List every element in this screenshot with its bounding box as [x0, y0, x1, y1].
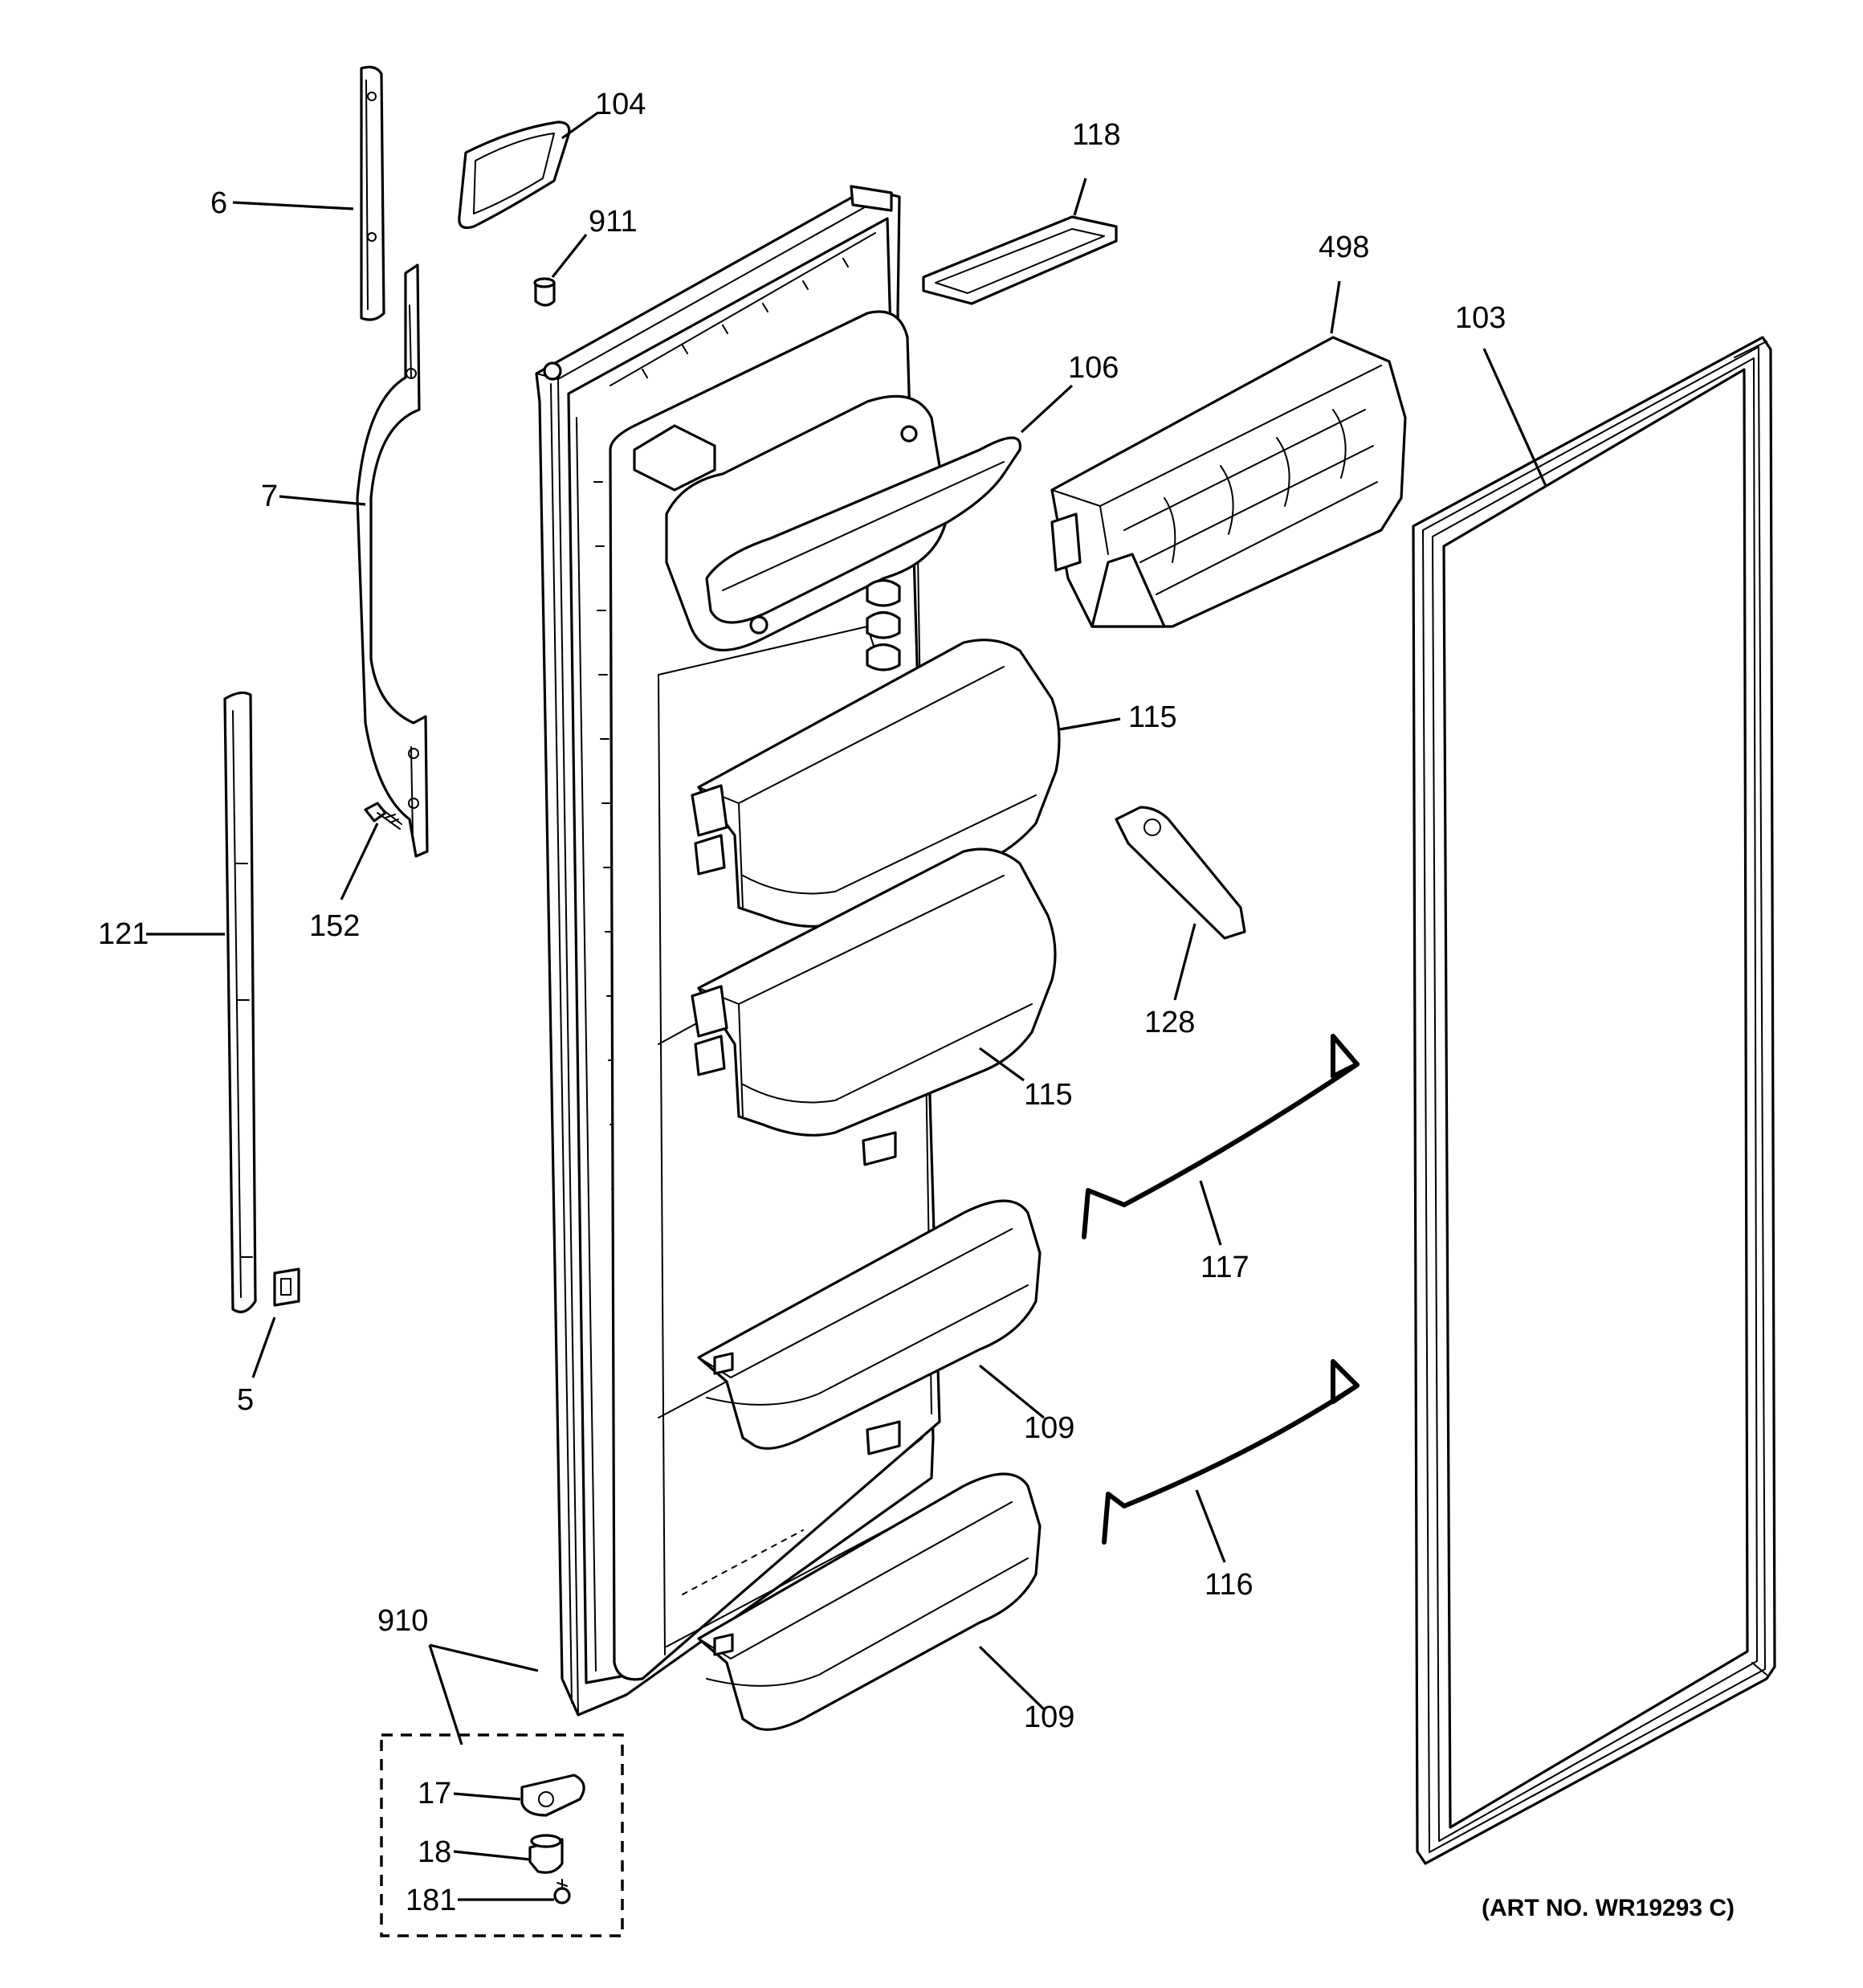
- callout-5: 5: [237, 1383, 254, 1417]
- part-498-egg-bin: [1050, 336, 1407, 628]
- callout-181: 181: [406, 1884, 456, 1917]
- part-121-handle-trim-lower: [223, 691, 257, 1313]
- part-7-door-handle: [356, 263, 429, 858]
- part-181-screw: [553, 1879, 571, 1904]
- callout-109-upper: 109: [1024, 1411, 1074, 1445]
- part-104-cover: [458, 120, 571, 230]
- hinge-hardware-group: [380, 1733, 624, 1937]
- callout-115-upper: 115: [1128, 700, 1177, 734]
- part-5-clip: [273, 1268, 300, 1307]
- callout-104: 104: [595, 88, 646, 121]
- callout-17: 17: [418, 1777, 451, 1810]
- part-118-tray: [922, 215, 1118, 305]
- part-17-hinge-plate: [520, 1774, 585, 1817]
- callout-128: 128: [1144, 1006, 1195, 1039]
- callout-911: 911: [589, 205, 638, 239]
- callout-109-lower: 109: [1024, 1700, 1074, 1734]
- art-number: (ART NO. WR19293 C): [1482, 1895, 1735, 1921]
- callout-152: 152: [309, 909, 360, 943]
- callout-117: 117: [1201, 1251, 1249, 1284]
- part-152-screw: [364, 802, 402, 830]
- part-6-handle-trim-upper: [360, 65, 385, 321]
- callout-116: 116: [1205, 1568, 1254, 1602]
- part-106-dispenser-cover: [633, 394, 1021, 672]
- callout-103: 103: [1455, 301, 1506, 335]
- part-103-door-gasket: [1412, 336, 1776, 1865]
- part-911-bushing: [533, 277, 556, 307]
- part-128-bracket: [1115, 806, 1246, 940]
- callout-121: 121: [98, 917, 149, 951]
- part-115-door-bin-lower: [691, 847, 1057, 1137]
- callout-115-lower: 115: [1024, 1078, 1073, 1112]
- leader-lines: [146, 111, 1547, 1901]
- callout-118: 118: [1072, 118, 1121, 152]
- callout-106: 106: [1068, 351, 1119, 385]
- callout-18: 18: [418, 1835, 451, 1869]
- callout-6: 6: [210, 186, 227, 220]
- part-109-door-shelf-upper: [697, 1199, 1042, 1450]
- part-18-hinge-pin: [528, 1834, 564, 1874]
- part-109-door-shelf-lower: [697, 1472, 1042, 1731]
- callout-labels: 6 104 911 118 498 103 106 7 115 128 121 …: [98, 88, 1735, 1921]
- part-116-wire-retainer: [1102, 1359, 1360, 1545]
- callout-7: 7: [261, 480, 278, 513]
- callout-498: 498: [1319, 231, 1369, 264]
- callout-910: 910: [377, 1604, 428, 1638]
- part-117-wire-retainer: [1082, 1034, 1360, 1239]
